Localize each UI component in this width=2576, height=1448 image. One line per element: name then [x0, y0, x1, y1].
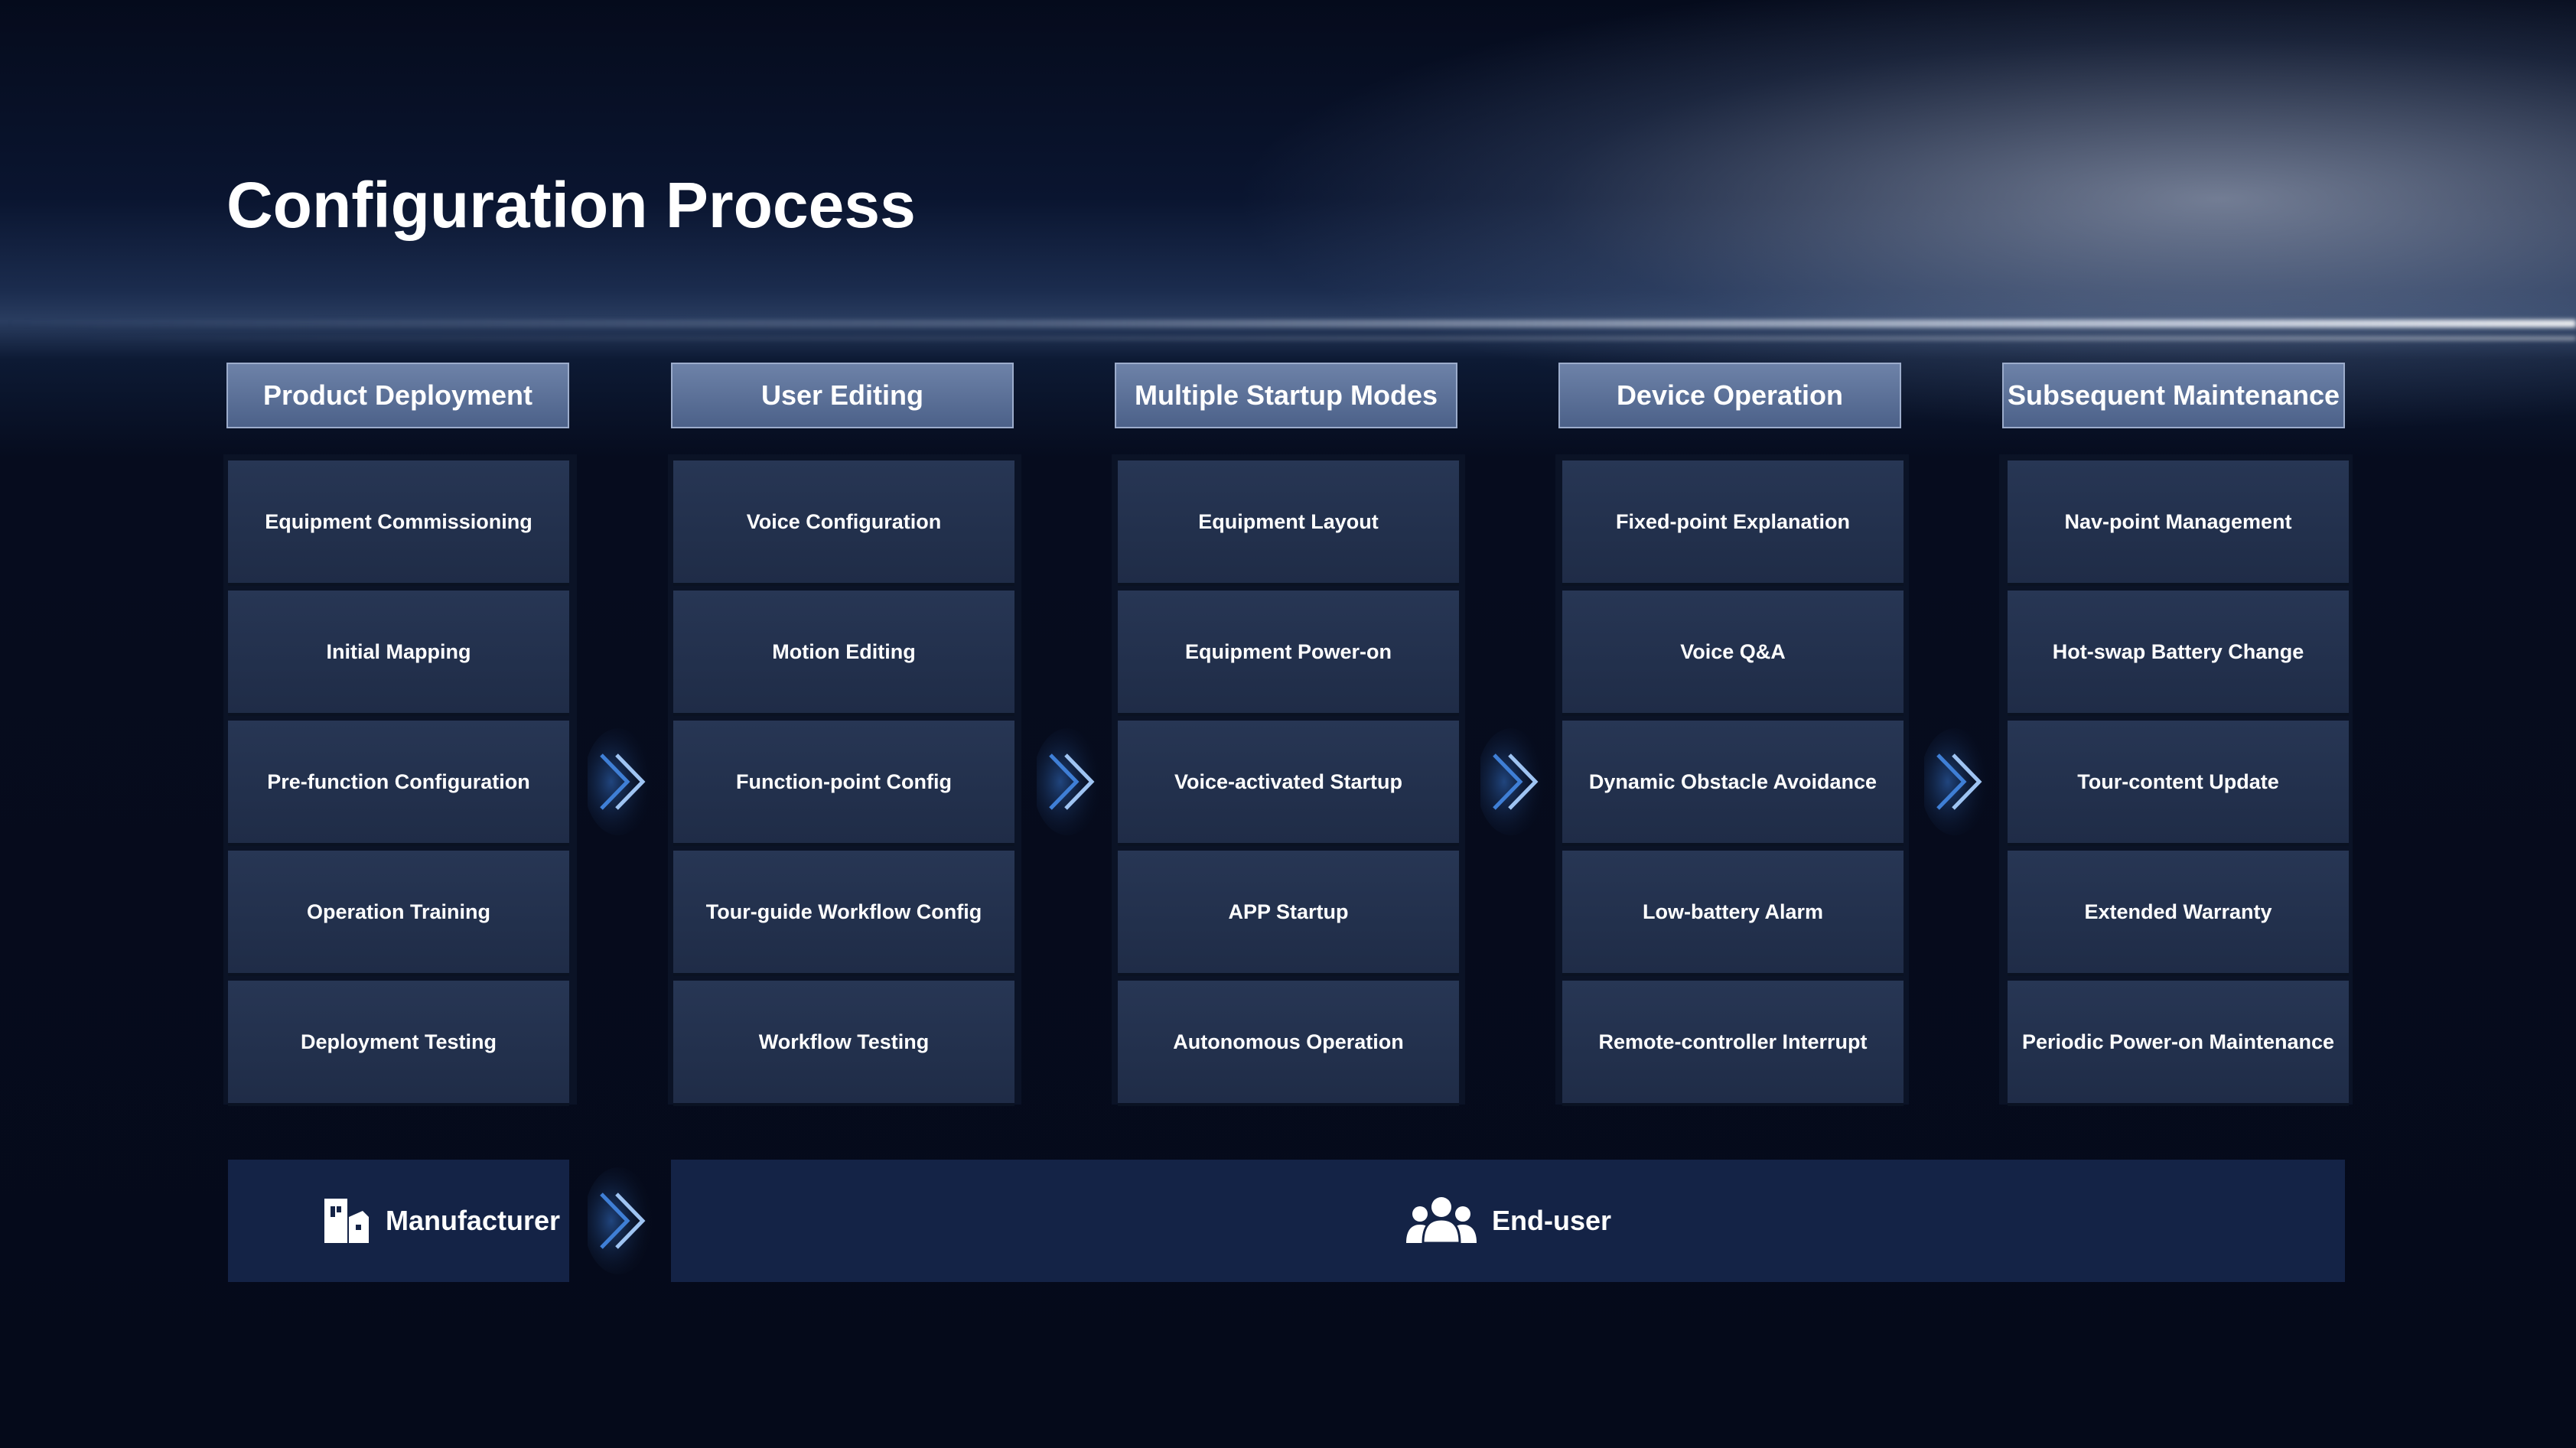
page-title: Configuration Process: [226, 169, 916, 241]
column-header-user-editing: User Editing: [671, 363, 1014, 428]
chevron-right-icon: [588, 724, 656, 839]
step-cell: Autonomous Operation: [1118, 981, 1459, 1103]
step-cell: Nav-point Management: [2008, 460, 2349, 583]
step-cell: Voice Configuration: [673, 460, 1014, 583]
step-cell: Voice-activated Startup: [1118, 721, 1459, 843]
step-cell: Dynamic Obstacle Avoidance: [1562, 721, 1904, 843]
step-cell: Function-point Config: [673, 721, 1014, 843]
step-cell: Equipment Commissioning: [228, 460, 569, 583]
step-cell: Equipment Layout: [1118, 460, 1459, 583]
step-cell: Fixed-point Explanation: [1562, 460, 1904, 583]
footer-end-user: End-user: [671, 1160, 2345, 1282]
step-cell: Workflow Testing: [673, 981, 1014, 1103]
step-cell: Extended Warranty: [2008, 851, 2349, 973]
chevron-right-icon: [1924, 724, 1993, 839]
step-cell: Voice Q&A: [1562, 591, 1904, 713]
light-streak: [0, 337, 2576, 340]
step-cell: Deployment Testing: [228, 981, 569, 1103]
step-cell: Tour-guide Workflow Config: [673, 851, 1014, 973]
building-icon: [321, 1196, 372, 1246]
step-cell: Hot-swap Battery Change: [2008, 591, 2349, 713]
step-cell: Remote-controller Interrupt: [1562, 981, 1904, 1103]
column-header-multiple-startup-modes: Multiple Startup Modes: [1115, 363, 1457, 428]
column-header-device-operation: Device Operation: [1558, 363, 1901, 428]
chevron-right-icon: [588, 1163, 656, 1278]
step-cell: Tour-content Update: [2008, 721, 2349, 843]
footer-manufacturer: Manufacturer: [228, 1160, 569, 1282]
step-cell: Equipment Power-on: [1118, 591, 1459, 713]
step-cell: Operation Training: [228, 851, 569, 973]
column-header-product-deployment: Product Deployment: [226, 363, 569, 428]
users-icon: [1405, 1196, 1478, 1246]
light-streak: [0, 320, 2576, 327]
step-cell: APP Startup: [1118, 851, 1459, 973]
step-cell: Initial Mapping: [228, 591, 569, 713]
step-cell: Low-battery Alarm: [1562, 851, 1904, 973]
step-cell: Motion Editing: [673, 591, 1014, 713]
chevron-right-icon: [1037, 724, 1106, 839]
footer-manufacturer-label: Manufacturer: [385, 1205, 560, 1236]
step-cell: Periodic Power-on Maintenance: [2008, 981, 2349, 1103]
step-cell: Pre-function Configuration: [228, 721, 569, 843]
chevron-right-icon: [1480, 724, 1549, 839]
footer-end-user-label: End-user: [1491, 1205, 1612, 1236]
column-header-subsequent-maintenance: Subsequent Maintenance: [2002, 363, 2345, 428]
